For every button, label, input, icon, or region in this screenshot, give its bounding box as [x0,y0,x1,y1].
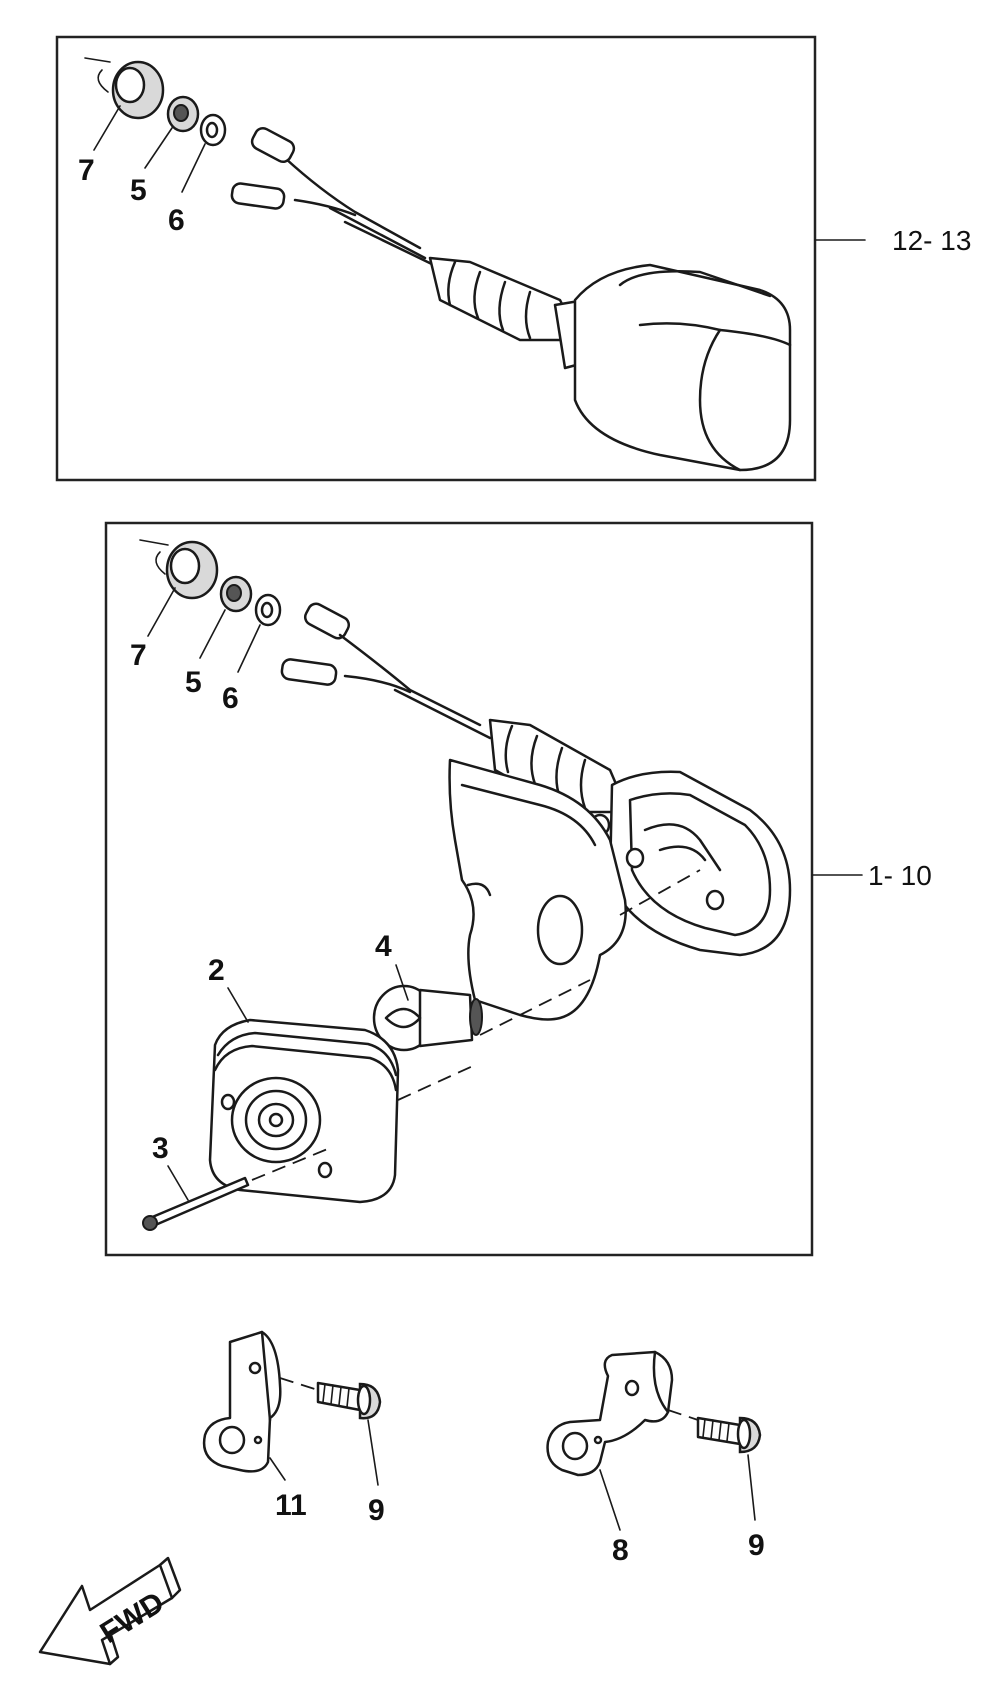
callout-top-5: 5 [130,174,147,207]
callout-bolt-right-9: 9 [748,1529,765,1562]
top-washer [199,113,227,147]
callout-bolt-left-9: 9 [368,1494,385,1527]
right-bracket-set: 8 9 [546,1350,765,1567]
left-bracket-set: 11 9 [202,1330,385,1527]
mid-lens [208,1018,400,1204]
mid-assembly-line-2 [397,1064,476,1101]
callout-mid-3: 3 [152,1132,169,1165]
top-rubber-cap [84,57,165,120]
fwd-arrow: FWD [38,1556,182,1666]
top-group-label: 12- 13 [892,225,971,256]
bracket-11 [202,1330,282,1473]
top-stem [428,256,597,370]
callout-top-6: 6 [168,204,185,237]
middle-assembly: 1- 10 7 5 6 2 4 3 [104,521,932,1257]
top-nut [166,95,200,133]
callout-bracket-11: 11 [275,1489,307,1522]
callout-mid-2: 2 [208,954,225,987]
mid-rubber-cap [139,539,219,600]
mid-wire-harness [280,602,492,740]
mid-bulb [372,984,483,1052]
top-assembly: 12- 13 7 5 6 [55,35,971,482]
callout-bracket-8: 8 [612,1534,629,1567]
mid-stem [488,718,630,814]
mid-group-label: 1- 10 [868,860,932,891]
callout-mid-5: 5 [185,666,202,699]
mid-nut [219,575,253,613]
mid-washer [254,593,282,627]
callout-mid-6: 6 [222,682,239,715]
mid-gasket [448,758,627,1021]
middle-assembly-frame [104,521,814,1257]
mid-screw [142,1176,250,1231]
callout-mid-7: 7 [130,639,147,672]
bolt-left [316,1381,382,1420]
top-wire-harness [230,126,442,270]
bracket-8 [546,1350,674,1477]
top-lamp-housing [573,263,792,472]
mid-assembly-line-4 [619,869,701,916]
top-assembly-frame [55,35,817,482]
callout-mid-4: 4 [375,930,392,963]
callout-top-7: 7 [78,154,95,187]
mid-assembly-line-1 [251,1147,331,1181]
bolt-right [696,1416,762,1454]
